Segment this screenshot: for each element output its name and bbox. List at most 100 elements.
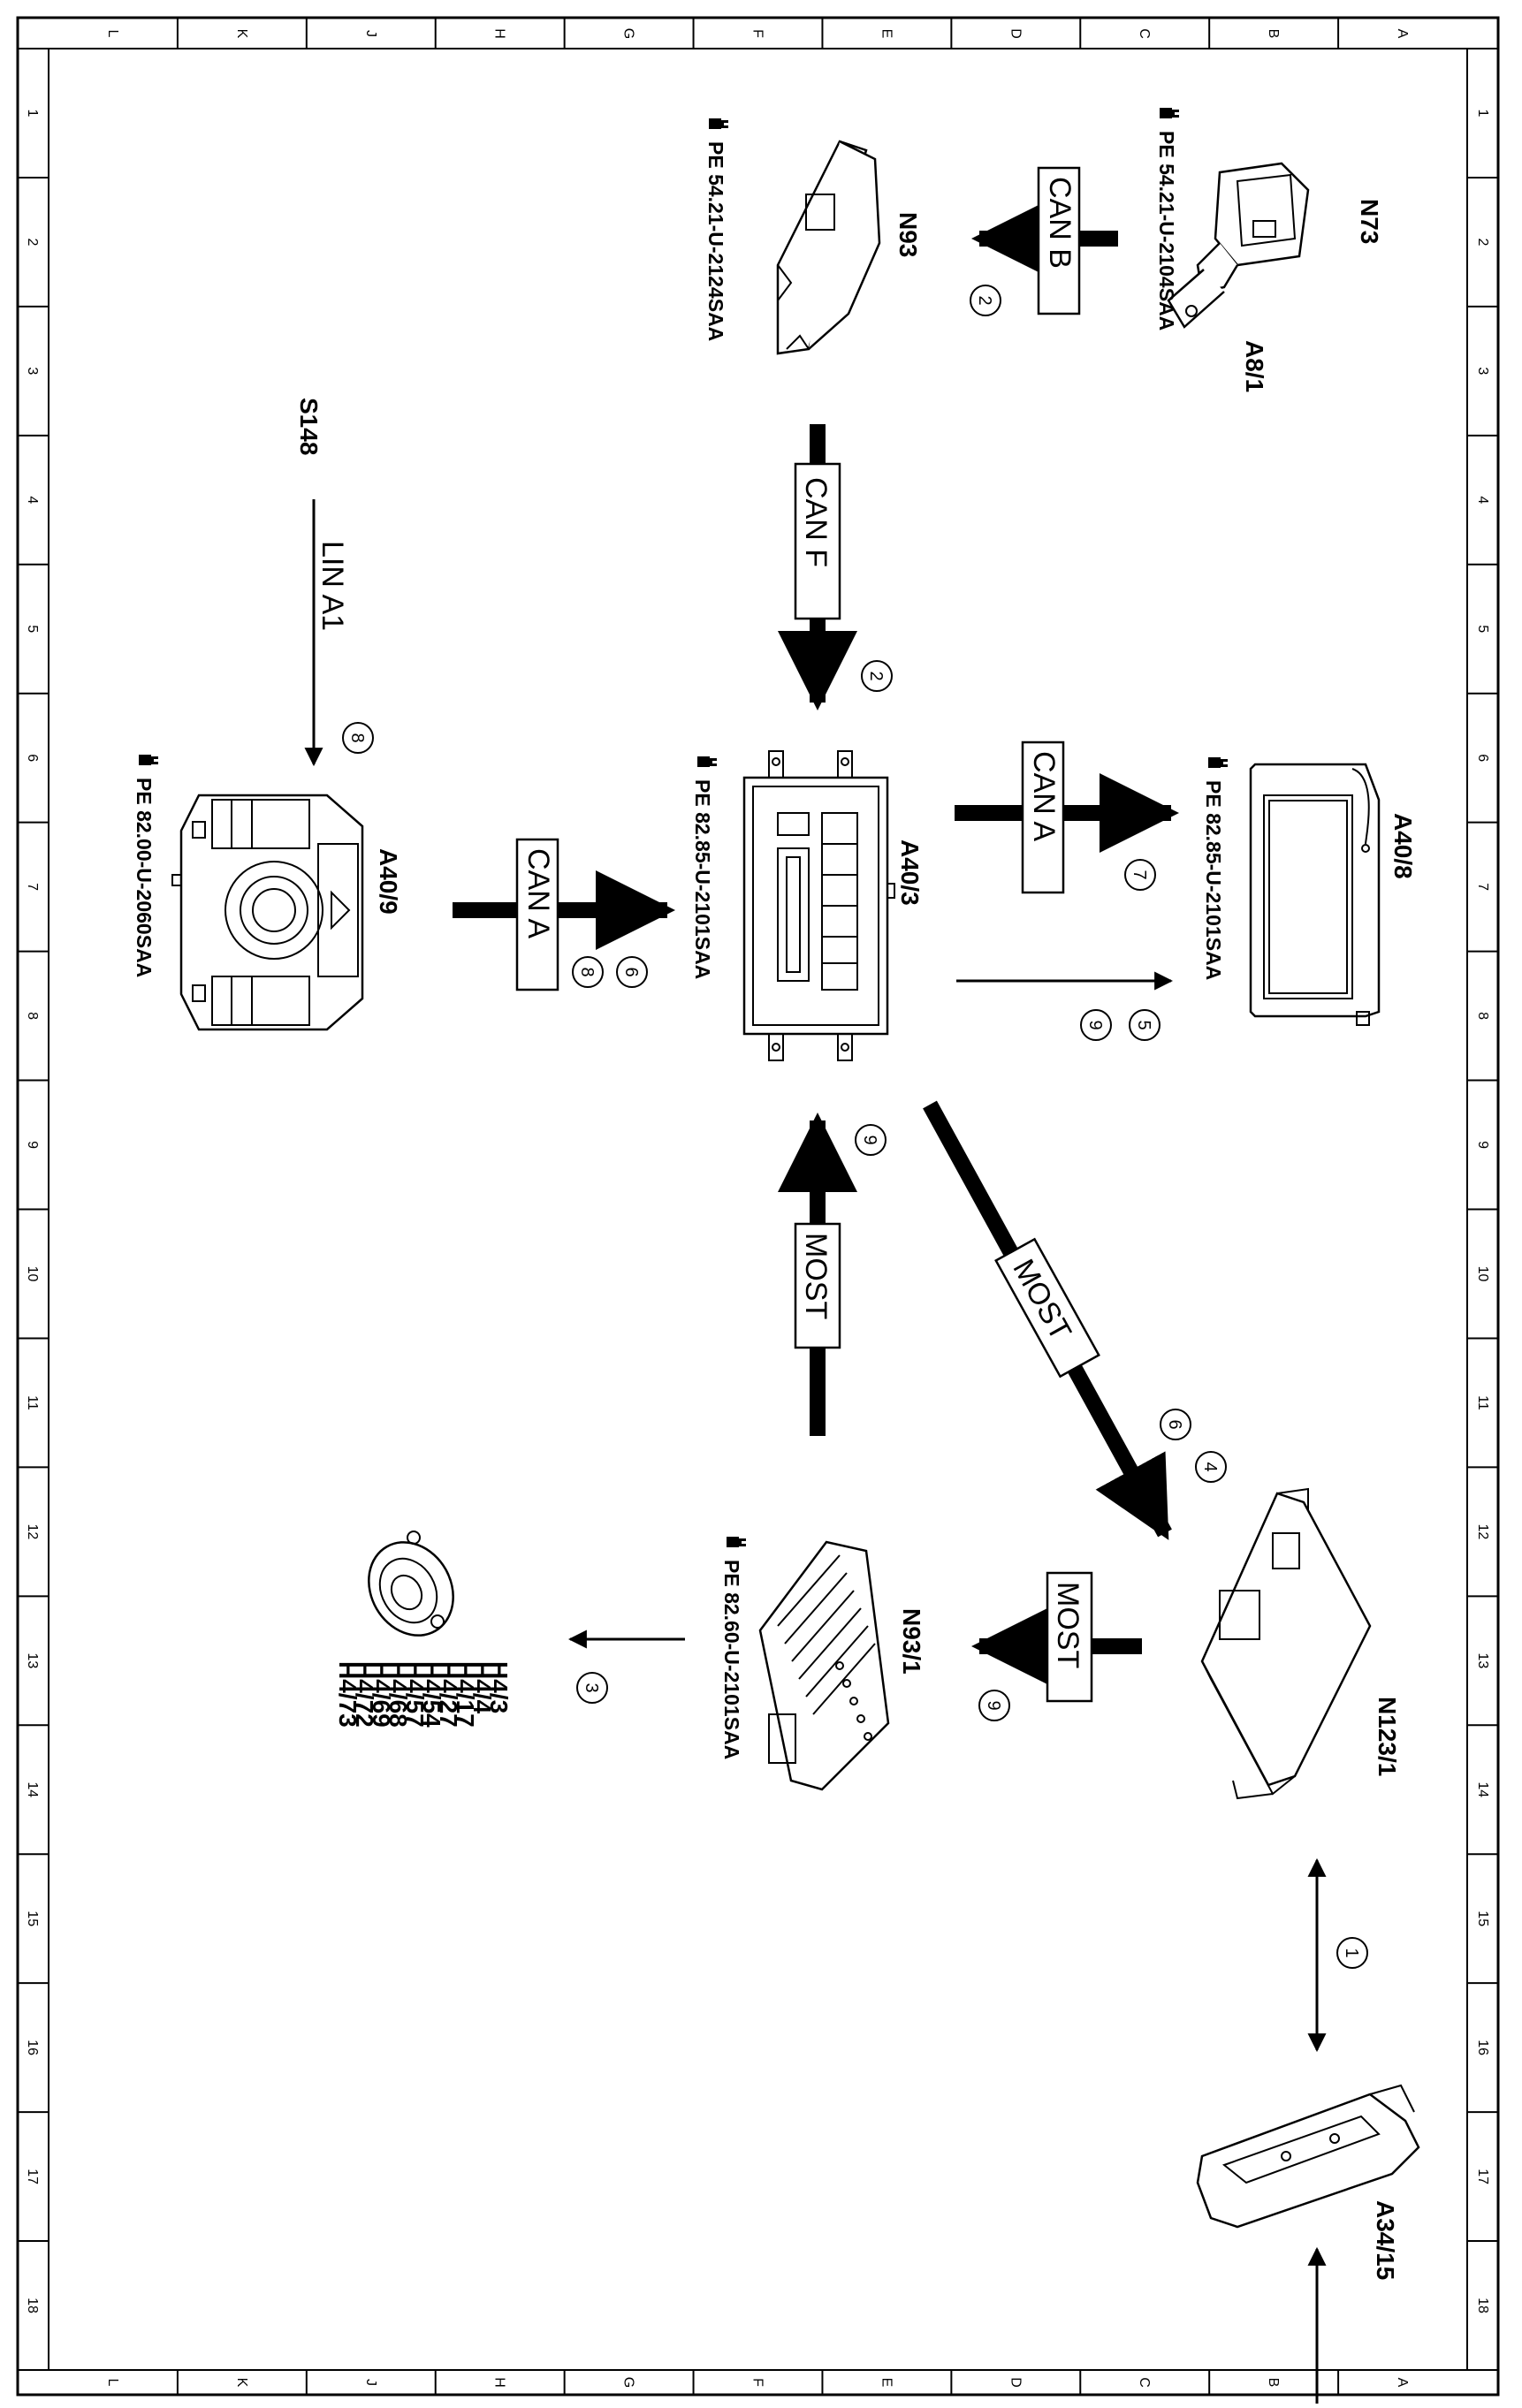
step-badge-can-b: 2 xyxy=(975,295,994,305)
n123-1-module: N123/1 xyxy=(1200,1487,1401,1800)
n123-1-label: N123/1 xyxy=(1374,1697,1401,1776)
can-a-to-a40-3: CAN A 6 8 xyxy=(453,838,675,991)
s148-label: S148 xyxy=(295,398,323,455)
step-badge-most-diag-a: 6 xyxy=(1165,1419,1184,1429)
step-badge-can-a-right: 7 xyxy=(1130,870,1149,879)
grid-row-label-right: 15 xyxy=(1475,1910,1490,1926)
grid-row-label-left: 12 xyxy=(25,1523,40,1539)
grid-row-label-left: 1 xyxy=(25,110,40,118)
n93-module: N93 PE 54.21-U-2124SAA xyxy=(704,118,922,355)
grid-column-label-bottom: A xyxy=(1395,2378,1410,2388)
step-badge-most-diag-b: 4 xyxy=(1200,1462,1220,1471)
step-badge-a34: 1 xyxy=(1342,1948,1361,1957)
speaker-icon xyxy=(368,1531,454,1637)
document-hand-icon xyxy=(1208,757,1228,768)
thin-arrow-a40-3-to-a40-8: 5 9 xyxy=(956,971,1174,1041)
a40-9-pe-ref: PE 82.00-U-2060SAA xyxy=(133,778,156,977)
grid-column-label-top: J xyxy=(363,30,378,37)
grid-row-label-right: 12 xyxy=(1475,1523,1490,1539)
communication-module-icon xyxy=(1200,1487,1372,1800)
can-a-to-a40-8: CAN A 7 xyxy=(955,741,1179,894)
control-unit-icon xyxy=(776,140,881,355)
grid-row-label-left: 3 xyxy=(25,367,40,375)
grid-row-label-left: 5 xyxy=(25,625,40,633)
grid-row-label-left: 14 xyxy=(25,1781,40,1797)
speaker-label: H4/73 xyxy=(334,1661,361,1728)
grid-row-label-left: 10 xyxy=(25,1266,40,1282)
grid-row-label-right: 13 xyxy=(1475,1652,1490,1668)
grid-row-label-left: 15 xyxy=(25,1910,40,1926)
grid-column-label-bottom: D xyxy=(1008,2377,1023,2388)
step-badge-most-n93-1: 9 xyxy=(984,1700,1003,1710)
grid-column-label-bottom: F xyxy=(750,2378,765,2387)
n73-ignition-switch: N73 A8/1 PE 54.21-U-2104SAA xyxy=(1155,108,1383,392)
grid-column-label-top: H xyxy=(492,28,507,39)
speaker-label: H4/27 xyxy=(435,1661,462,1728)
grid-row-label-right: 9 xyxy=(1475,1141,1490,1149)
a40-9-label: A40/9 xyxy=(375,848,402,915)
grid-row-label-right: 17 xyxy=(1475,2169,1490,2184)
grid-row-label-left: 18 xyxy=(25,2298,40,2313)
a40-8-display: A40/8 PE 82.85-U-2101SAA xyxy=(1202,757,1417,1026)
audio-unit-icon xyxy=(742,750,895,1061)
grid-row-label-right: 2 xyxy=(1475,238,1490,246)
document-hand-icon xyxy=(697,756,717,767)
grid-row-label-right: 11 xyxy=(1475,1395,1490,1410)
grid-row-label-right: 5 xyxy=(1475,625,1490,633)
grid-row-label-left: 4 xyxy=(25,496,40,504)
grid-row-label-right: 1 xyxy=(1475,110,1490,118)
grid-row-label-right: 8 xyxy=(1475,1012,1490,1020)
step-badge-most-vertical: 9 xyxy=(860,1135,879,1144)
document-hand-icon xyxy=(139,755,158,765)
grid-column-label-bottom: L xyxy=(105,2379,120,2387)
step-badge-thin-a: 5 xyxy=(1134,1020,1153,1029)
can-f-connection: CAN F 2 xyxy=(778,424,893,710)
a34-15-label: A34/15 xyxy=(1372,2200,1399,2280)
speaker-label: H4/57 xyxy=(401,1661,429,1728)
n73-pe-ref: PE 54.21-U-2104SAA xyxy=(1155,131,1178,330)
n123-1-a34-15-link: 1 xyxy=(1307,1857,1368,2053)
s148-lin-connection: S148 LIN A1 8 xyxy=(295,398,374,767)
grid-column-label-top: L xyxy=(105,30,120,38)
ignition-switch-icon xyxy=(1167,162,1310,329)
grid-row-label-right: 18 xyxy=(1475,2298,1490,2313)
grid-row-label-right: 6 xyxy=(1475,754,1490,762)
step-badge-lin: 8 xyxy=(347,733,367,742)
grid-row-label-left: 17 xyxy=(25,2169,40,2184)
display-unit-icon xyxy=(1249,763,1381,1026)
grid-row-label-left: 8 xyxy=(25,1012,40,1020)
grid-column-label-top: E xyxy=(879,29,894,39)
step-badge-can-a-left-a: 6 xyxy=(621,967,641,976)
grid-column-label-bottom: J xyxy=(363,2379,378,2386)
step-badge-can-f: 2 xyxy=(866,671,886,680)
most-to-n93-1-connection: MOST 9 xyxy=(971,1571,1142,1721)
n93-1-pe-ref: PE 82.60-U-2101SAA xyxy=(720,1560,743,1759)
most-diagonal-connection: MOST 6 4 xyxy=(923,1100,1227,1540)
grid-row-label-right: 14 xyxy=(1475,1781,1490,1797)
grid-row-label-right: 10 xyxy=(1475,1266,1490,1282)
grid-column-label-top: D xyxy=(1008,28,1023,39)
grid-row-label-right: 7 xyxy=(1475,883,1490,891)
amplifier-icon xyxy=(758,1540,890,1791)
document-hand-icon xyxy=(709,118,728,129)
step-badge-h4: 3 xyxy=(582,1683,601,1692)
can-a-right-label: CAN A xyxy=(1027,751,1061,841)
grid-column-label-bottom: C xyxy=(1137,2377,1152,2388)
grid-column-label-top: G xyxy=(621,28,636,39)
speaker-label: H4/4 xyxy=(468,1661,496,1714)
n93-1-label: N93/1 xyxy=(898,1608,925,1675)
grid-row-label-left: 2 xyxy=(25,238,40,246)
most-vertical-connection: MOST 9 xyxy=(778,1113,887,1436)
speaker-label: H4/68 xyxy=(384,1661,412,1728)
step-badge-can-a-left-b: 8 xyxy=(577,967,597,976)
grid-column-label-bottom: G xyxy=(621,2377,636,2388)
speaker: H4/3H4/4H4/17H4/27H4/54H4/57H4/68H4/69H4… xyxy=(334,1531,513,1728)
a40-3-control-unit: A40/3 PE 82.85-U-2101SAA xyxy=(691,750,924,1061)
grid-column-label-top: A xyxy=(1395,29,1410,39)
grid-row-label-right: 4 xyxy=(1475,496,1490,504)
can-b-connection: CAN B 2 xyxy=(970,166,1118,316)
grid-column-label-bottom: B xyxy=(1266,2378,1281,2388)
most-n93-1-label: MOST xyxy=(1051,1582,1084,1668)
can-f-label: CAN F xyxy=(799,477,833,567)
